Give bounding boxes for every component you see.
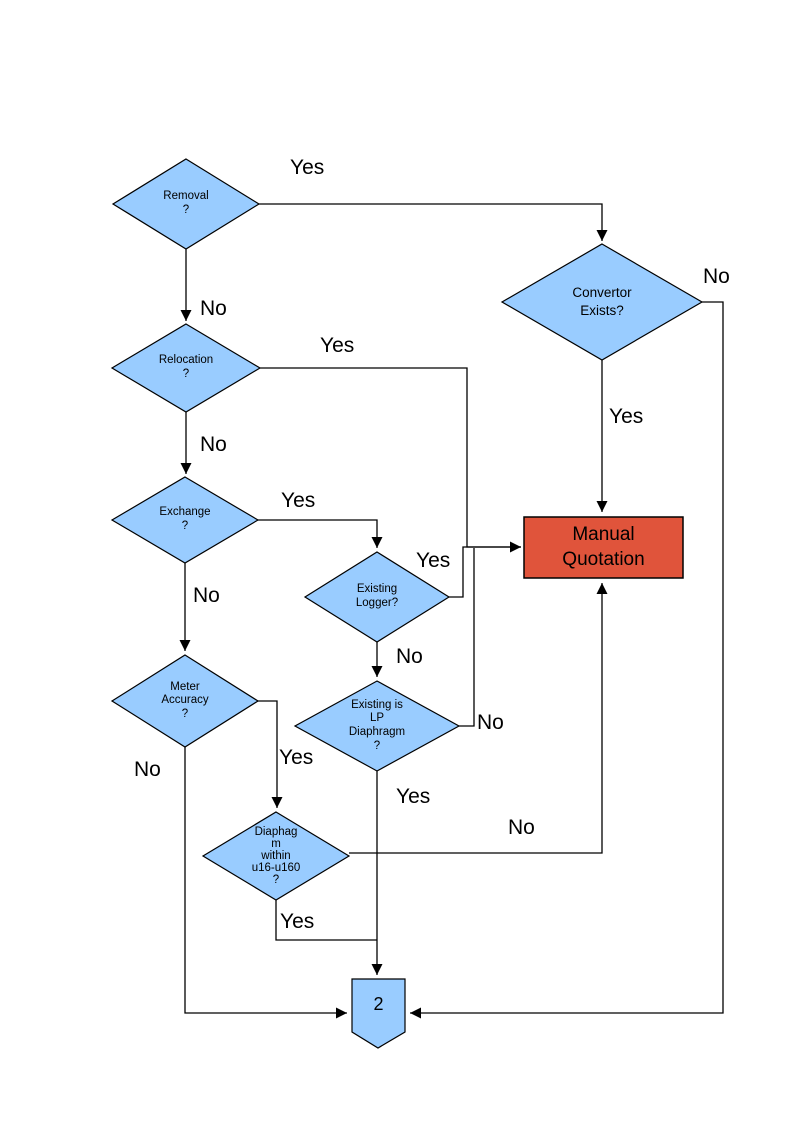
edge-label-diaphragm-within-no: No [508, 816, 535, 839]
removal-decision-shape [111, 158, 261, 250]
edge-label-convertor-yes: Yes [609, 405, 644, 428]
edge-label-existing-logger-yes: Yes [416, 549, 451, 572]
edge-lp-diaphragm-no [459, 548, 475, 727]
meter-accuracy-decision-shape [110, 654, 260, 748]
edge-label-meter-accuracy-no: No [134, 758, 161, 781]
edge-label-exchange-no: No [193, 584, 220, 607]
edge-convertor-no [410, 301, 724, 1019]
edge-existing-logger-yes [449, 546, 521, 598]
edge-label-lp-diaphragm-yes: Yes [396, 785, 431, 808]
edge-exchange-yes [258, 519, 383, 548]
edge-diaphragm-within-no [349, 583, 608, 854]
edge-label-convertor-no: No [703, 265, 730, 288]
edge-label-relocation-no: No [200, 433, 227, 456]
edge-label-relocation-yes: Yes [320, 334, 355, 357]
edge-label-exchange-yes: Yes [281, 489, 316, 512]
existing-lp-diaphragm-decision-shape [293, 680, 461, 772]
diaphragm-within-decision-shape [201, 811, 351, 901]
edge-label-lp-diaphragm-no: No [477, 711, 504, 734]
manual-quotation-process-shape [523, 516, 684, 579]
edge-label-existing-logger-no: No [396, 645, 423, 668]
edge-diaphragm-within-yes [275, 900, 377, 941]
edge-meter-accuracy-yes [257, 700, 283, 808]
existing-logger-decision-shape [303, 551, 451, 643]
edge-label-diaphragm-within-yes: Yes [280, 910, 315, 933]
edge-meter-accuracy-no [184, 747, 347, 1019]
convertor-exists-decision-shape [500, 243, 704, 361]
relocation-decision-shape [110, 323, 262, 413]
edge-label-meter-accuracy-yes: Yes [279, 746, 314, 769]
edge-label-removal-yes: Yes [290, 156, 325, 179]
exchange-decision-shape [110, 476, 260, 564]
edge-label-removal-no: No [200, 297, 227, 320]
edge-removal-yes [259, 203, 608, 241]
offpage-connector-2-shape [351, 978, 406, 1049]
